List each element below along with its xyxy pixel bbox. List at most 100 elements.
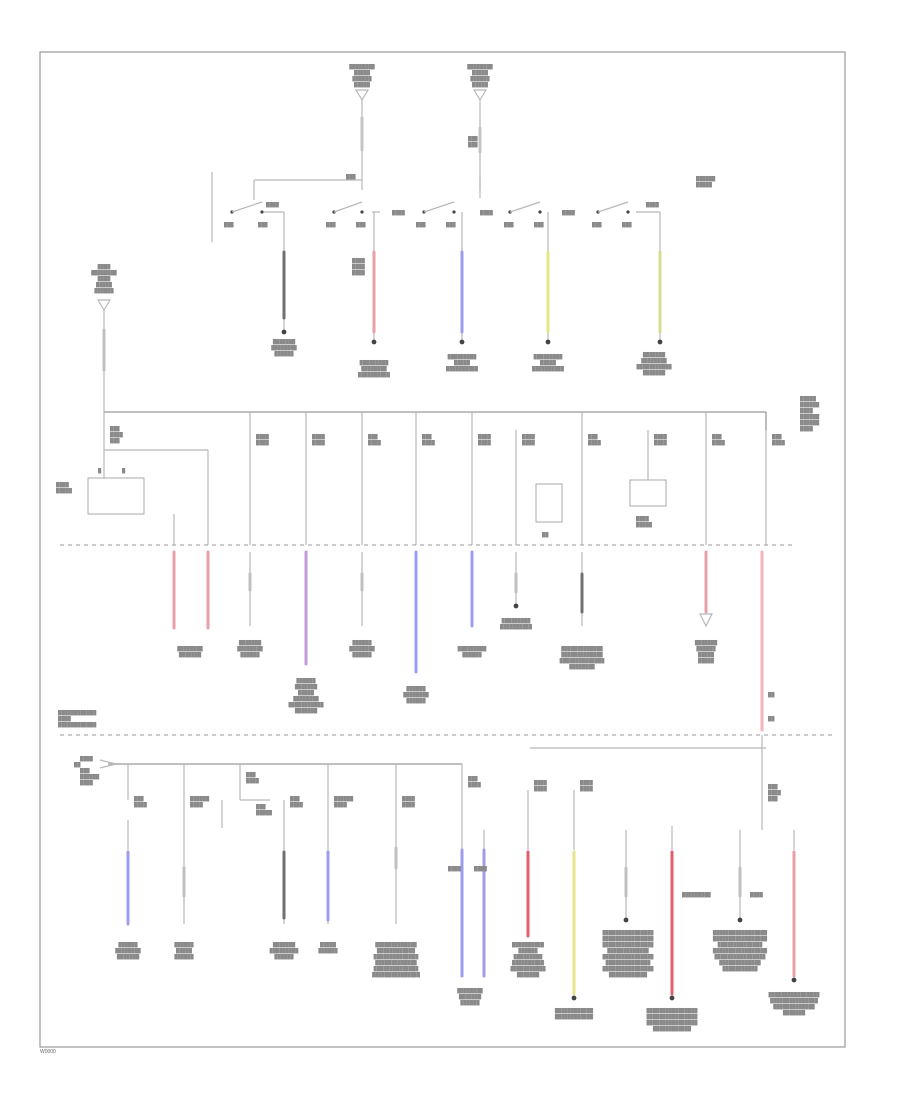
svg-text:███████: ███████: [179, 651, 202, 658]
svg-text:████████: ████████: [237, 645, 263, 652]
svg-text:████████: ████████: [403, 691, 429, 698]
svg-text:████: ████: [392, 209, 406, 216]
svg-text:█████████████████: █████████████████: [713, 947, 768, 954]
svg-text:███: ███: [356, 221, 366, 228]
svg-text:█████: █████: [354, 81, 371, 88]
svg-text:██: ██: [768, 691, 775, 698]
svg-text:█████████████████: █████████████████: [713, 929, 768, 936]
svg-text:████: ████: [468, 781, 482, 788]
svg-text:███: ███: [468, 775, 478, 782]
svg-text:████████: ████████: [457, 987, 483, 994]
svg-text:████: ████: [422, 439, 436, 446]
svg-text:█████: █████: [472, 81, 489, 88]
svg-text:███████: ███████: [459, 993, 482, 1000]
svg-text:████: ████: [352, 263, 366, 270]
svg-text:███████████: ███████████: [722, 965, 758, 972]
svg-text:██████: ██████: [352, 651, 372, 658]
lower-fuses: ███████ ██████ ████████ ███████ ████████…: [115, 764, 820, 1032]
svg-text:██████: ██████: [296, 677, 316, 684]
svg-text:████: ████: [800, 425, 814, 432]
svg-text:█████████████: █████████████: [375, 941, 417, 948]
svg-text:████████████████: ████████████████: [602, 965, 654, 972]
svg-text:████: ████: [246, 777, 260, 784]
svg-text:████: ████: [134, 801, 148, 808]
svg-text:███: ███: [422, 433, 432, 440]
svg-text:████████: ████████: [177, 645, 203, 652]
svg-text:████████████: ████████████: [555, 1007, 594, 1014]
svg-text:██████: ██████: [406, 685, 426, 692]
svg-text:███: ███: [534, 221, 544, 228]
svg-text:████: ████: [580, 779, 594, 786]
ignition-switch: ███ ██████ █████ ████ ██████ ████ ██████…: [211, 172, 716, 244]
svg-text:████████████: ████████████: [58, 721, 97, 728]
svg-text:████████: ████████: [271, 344, 297, 351]
svg-text:█████████: █████████: [502, 617, 532, 624]
svg-text:██: ██: [768, 715, 775, 722]
svg-text:████: ████: [772, 439, 786, 446]
svg-text:██████████████: ██████████████: [374, 965, 419, 972]
svg-text:████████████: ████████████: [58, 709, 97, 716]
svg-text:████████████: ████████████: [653, 1025, 692, 1032]
svg-text:████████: ████████: [91, 269, 117, 276]
svg-text:████: ████: [474, 865, 488, 872]
svg-text:███: ███: [772, 433, 782, 440]
svg-text:███: ███: [768, 783, 778, 790]
svg-text:██████████: ██████████: [532, 365, 565, 372]
svg-text:████: ████: [352, 269, 366, 276]
svg-text:████: ████: [768, 789, 782, 796]
svg-text:████: ████: [800, 407, 814, 414]
svg-text:█████: █████: [698, 657, 715, 664]
svg-text:██████: ██████: [94, 287, 114, 294]
svg-text:████████████: ████████████: [377, 947, 416, 954]
svg-text:███: ███: [368, 433, 378, 440]
svg-text:█████: █████: [454, 359, 471, 366]
svg-text:████: ████: [588, 439, 602, 446]
svg-text:███: ███: [258, 221, 268, 228]
svg-text:████: ████: [562, 209, 576, 216]
svg-text:█████████████: █████████████: [773, 1003, 815, 1010]
diagram-code: W0000: [40, 1049, 56, 1055]
svg-text:██████: ██████: [240, 651, 260, 658]
svg-text:███: ███: [712, 433, 722, 440]
svg-text:████: ████: [352, 257, 366, 264]
svg-text:██████: ██████: [80, 773, 100, 780]
svg-text:████: ████: [80, 779, 94, 786]
svg-text:████: ████: [580, 785, 594, 792]
svg-text:████████: ████████: [569, 663, 595, 670]
svg-text:████: ████: [522, 439, 536, 446]
svg-text:████: ████: [534, 785, 548, 792]
svg-text:███: ███: [326, 221, 336, 228]
svg-text:█████████: █████████: [514, 953, 544, 960]
svg-text:██████: ██████: [190, 795, 210, 802]
svg-text:█████████: █████████: [270, 947, 300, 954]
svg-text:████: ████: [110, 431, 124, 438]
svg-text:███: ███: [80, 767, 90, 774]
svg-text:████: ████: [750, 891, 764, 898]
svg-text:████: ████: [712, 439, 726, 446]
svg-text:████: ████: [522, 433, 536, 440]
svg-text:████████████████: ████████████████: [646, 1007, 698, 1014]
svg-text:█████████████: █████████████: [607, 947, 649, 954]
svg-text:███: ███: [622, 221, 632, 228]
svg-text:████: ████: [478, 433, 492, 440]
svg-text:███: ███: [588, 433, 598, 440]
svg-text:███: ███: [246, 771, 256, 778]
svg-text:████: ████: [480, 209, 494, 216]
svg-text:████████: ████████: [361, 365, 387, 372]
svg-text:███: ███: [290, 795, 300, 802]
svg-text:█████████████: █████████████: [561, 651, 603, 658]
svg-text:█████: █████: [696, 181, 713, 188]
svg-text:█████: █████: [96, 281, 113, 288]
svg-text:███: ███: [224, 221, 234, 228]
svg-text:███████: ███████: [783, 1009, 806, 1016]
svg-text:████: ████: [290, 801, 304, 808]
svg-text:████████████████: ████████████████: [714, 953, 766, 960]
fuse-row: ██████████ █████████ ██ ████████ ███████…: [56, 412, 786, 545]
svg-text:██████: ██████: [334, 795, 354, 802]
svg-text:██████████████: ██████████████: [718, 941, 763, 948]
svg-text:████: ████: [636, 515, 650, 522]
svg-text:████: ████: [448, 865, 462, 872]
svg-text:███████: ███████: [295, 707, 318, 714]
svg-text:██: ██: [74, 761, 81, 768]
svg-text:███████: ███████: [273, 338, 296, 345]
